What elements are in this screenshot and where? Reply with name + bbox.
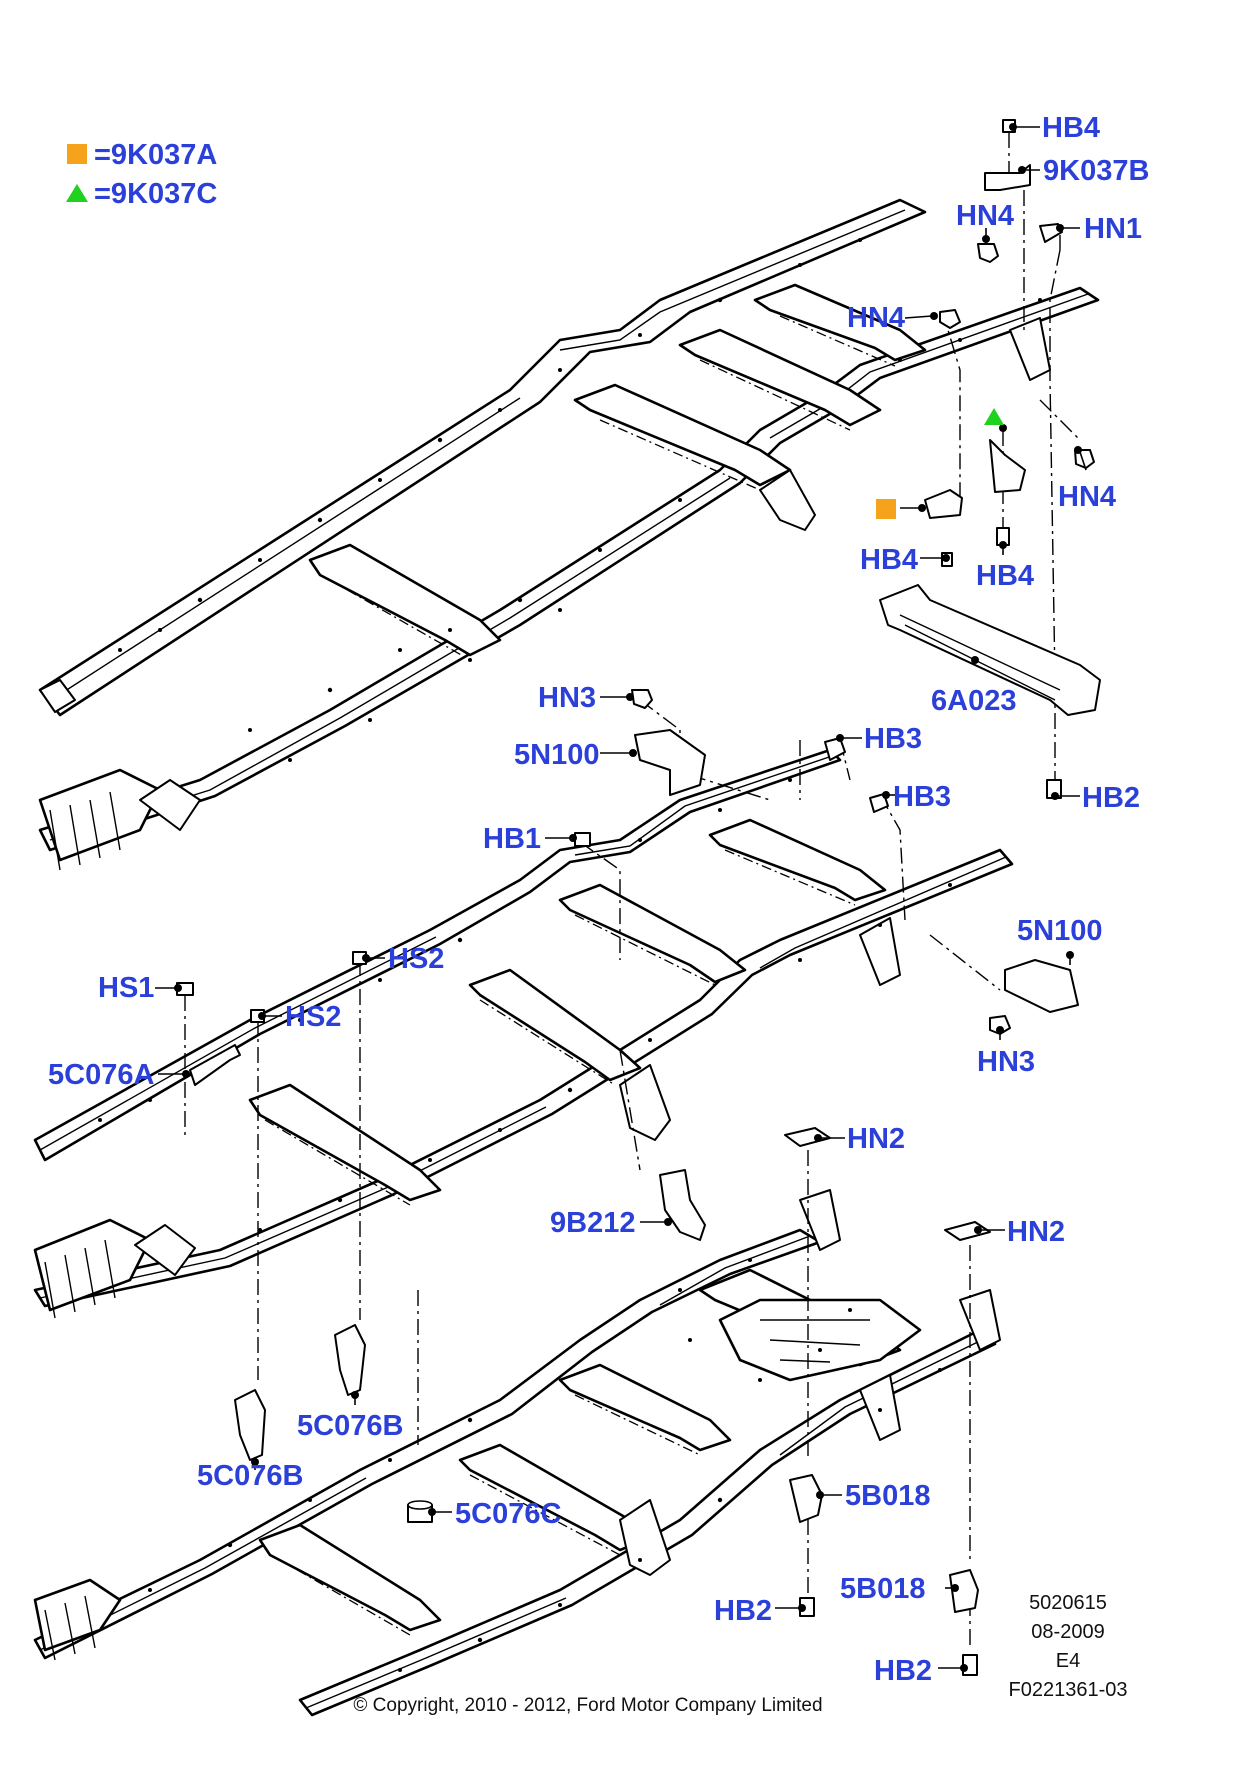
label-hn2-a: HN2: [847, 1123, 905, 1155]
clip-hb3-a: [824, 737, 846, 761]
label-hb4-right: HB4: [976, 560, 1034, 592]
label-hn3-bottom: HN3: [977, 1046, 1035, 1078]
legend-square-label: =9K037A: [94, 139, 217, 171]
label-hs2-a: HS2: [388, 943, 444, 975]
label-hn2-b: HN2: [1007, 1216, 1065, 1248]
label-5c076b-right: 5C076B: [297, 1410, 403, 1442]
nut-hn2-b: [944, 1221, 991, 1241]
label-5n100-left: 5N100: [514, 739, 599, 771]
bracket-5b018-b: [949, 1569, 979, 1613]
legend-triangle-label: =9K037C: [94, 178, 217, 210]
label-5n100-right: 5N100: [1017, 915, 1102, 947]
label-hn4-c: HN4: [1058, 481, 1116, 513]
info-figure: F0221361-03: [1009, 1679, 1128, 1701]
label-5c076a: 5C076A: [48, 1059, 154, 1091]
label-9b212: 9B212: [550, 1207, 635, 1239]
label-hn4-a: HN4: [956, 200, 1014, 232]
bracket-9k037c: [989, 439, 1026, 493]
middle-frame-drawing: [35, 750, 1012, 1318]
info-code: E4: [1056, 1650, 1080, 1672]
label-hb2-a: HB2: [714, 1595, 772, 1627]
label-5b018-a: 5B018: [845, 1480, 930, 1512]
callout-labels: HB4 9K037B HN4 HN1 HN4 HN4 HB4 HB4 6A023…: [48, 112, 1149, 1687]
label-hb2-b: HB2: [874, 1655, 932, 1687]
label-6a023: 6A023: [931, 685, 1016, 717]
upper-frame-drawing: [40, 200, 1098, 870]
marker-triangle-9k037c: [984, 408, 1004, 425]
bracket-5n100-left: [634, 729, 706, 796]
lower-frame-drawing: [35, 1190, 1000, 1715]
label-hn1: HN1: [1084, 213, 1142, 245]
bracket-9b212: [659, 1169, 706, 1241]
legend-square-symbol: [67, 144, 87, 164]
copyright: © Copyright, 2010 - 2012, Ford Motor Com…: [353, 1695, 822, 1716]
bracket-5c076b-left: [234, 1389, 266, 1461]
bolt-hb1: [574, 832, 591, 847]
leader-lines: [155, 123, 1087, 1672]
bracket-5c076b-right: [334, 1324, 366, 1396]
bracket-5c076a: [189, 1044, 241, 1086]
label-hs1: HS1: [98, 972, 154, 1004]
label-hb2-top: HB2: [1082, 782, 1140, 814]
nut-hn3-top: [631, 689, 653, 709]
legend: =9K037A =9K037C: [66, 139, 217, 210]
label-hs2-b: HS2: [285, 1001, 341, 1033]
label-hb4-top: HB4: [1042, 112, 1100, 144]
bolt-hb4-right: [996, 527, 1010, 546]
label-hb3-b: HB3: [893, 781, 951, 813]
label-hn4-b: HN4: [847, 302, 905, 334]
nut-hn4-a: [977, 243, 999, 263]
bracket-5n100-right: [1004, 959, 1079, 1013]
legend-triangle-symbol: [66, 184, 88, 202]
label-hn3-top: HN3: [538, 682, 596, 714]
nut-hn4-b: [939, 309, 961, 329]
label-hb4-left: HB4: [860, 544, 918, 576]
label-hb3-a: HB3: [864, 723, 922, 755]
info-number: 5020615: [1029, 1592, 1107, 1614]
label-5c076c: 5C076C: [455, 1498, 561, 1530]
screw-hs2-b: [352, 951, 367, 965]
bracket-9k037a: [924, 489, 963, 519]
info-date: 08-2009: [1031, 1621, 1104, 1643]
clip-hb3-b: [869, 793, 889, 813]
marker-square-9k037a: [876, 499, 896, 519]
info-block: 5020615 08-2009 E4 F0221361-03: [1009, 1592, 1128, 1701]
bracket-5b018-a: [789, 1474, 823, 1523]
label-9k037b: 9K037B: [1043, 155, 1149, 187]
label-hb1: HB1: [483, 823, 541, 855]
label-5b018-b: 5B018: [840, 1573, 925, 1605]
label-5c076b-left: 5C076B: [197, 1460, 303, 1492]
nut-hn4-c: [1074, 449, 1095, 469]
nut-hn2-a: [784, 1127, 831, 1147]
nut-hn3-bottom: [989, 1015, 1011, 1035]
